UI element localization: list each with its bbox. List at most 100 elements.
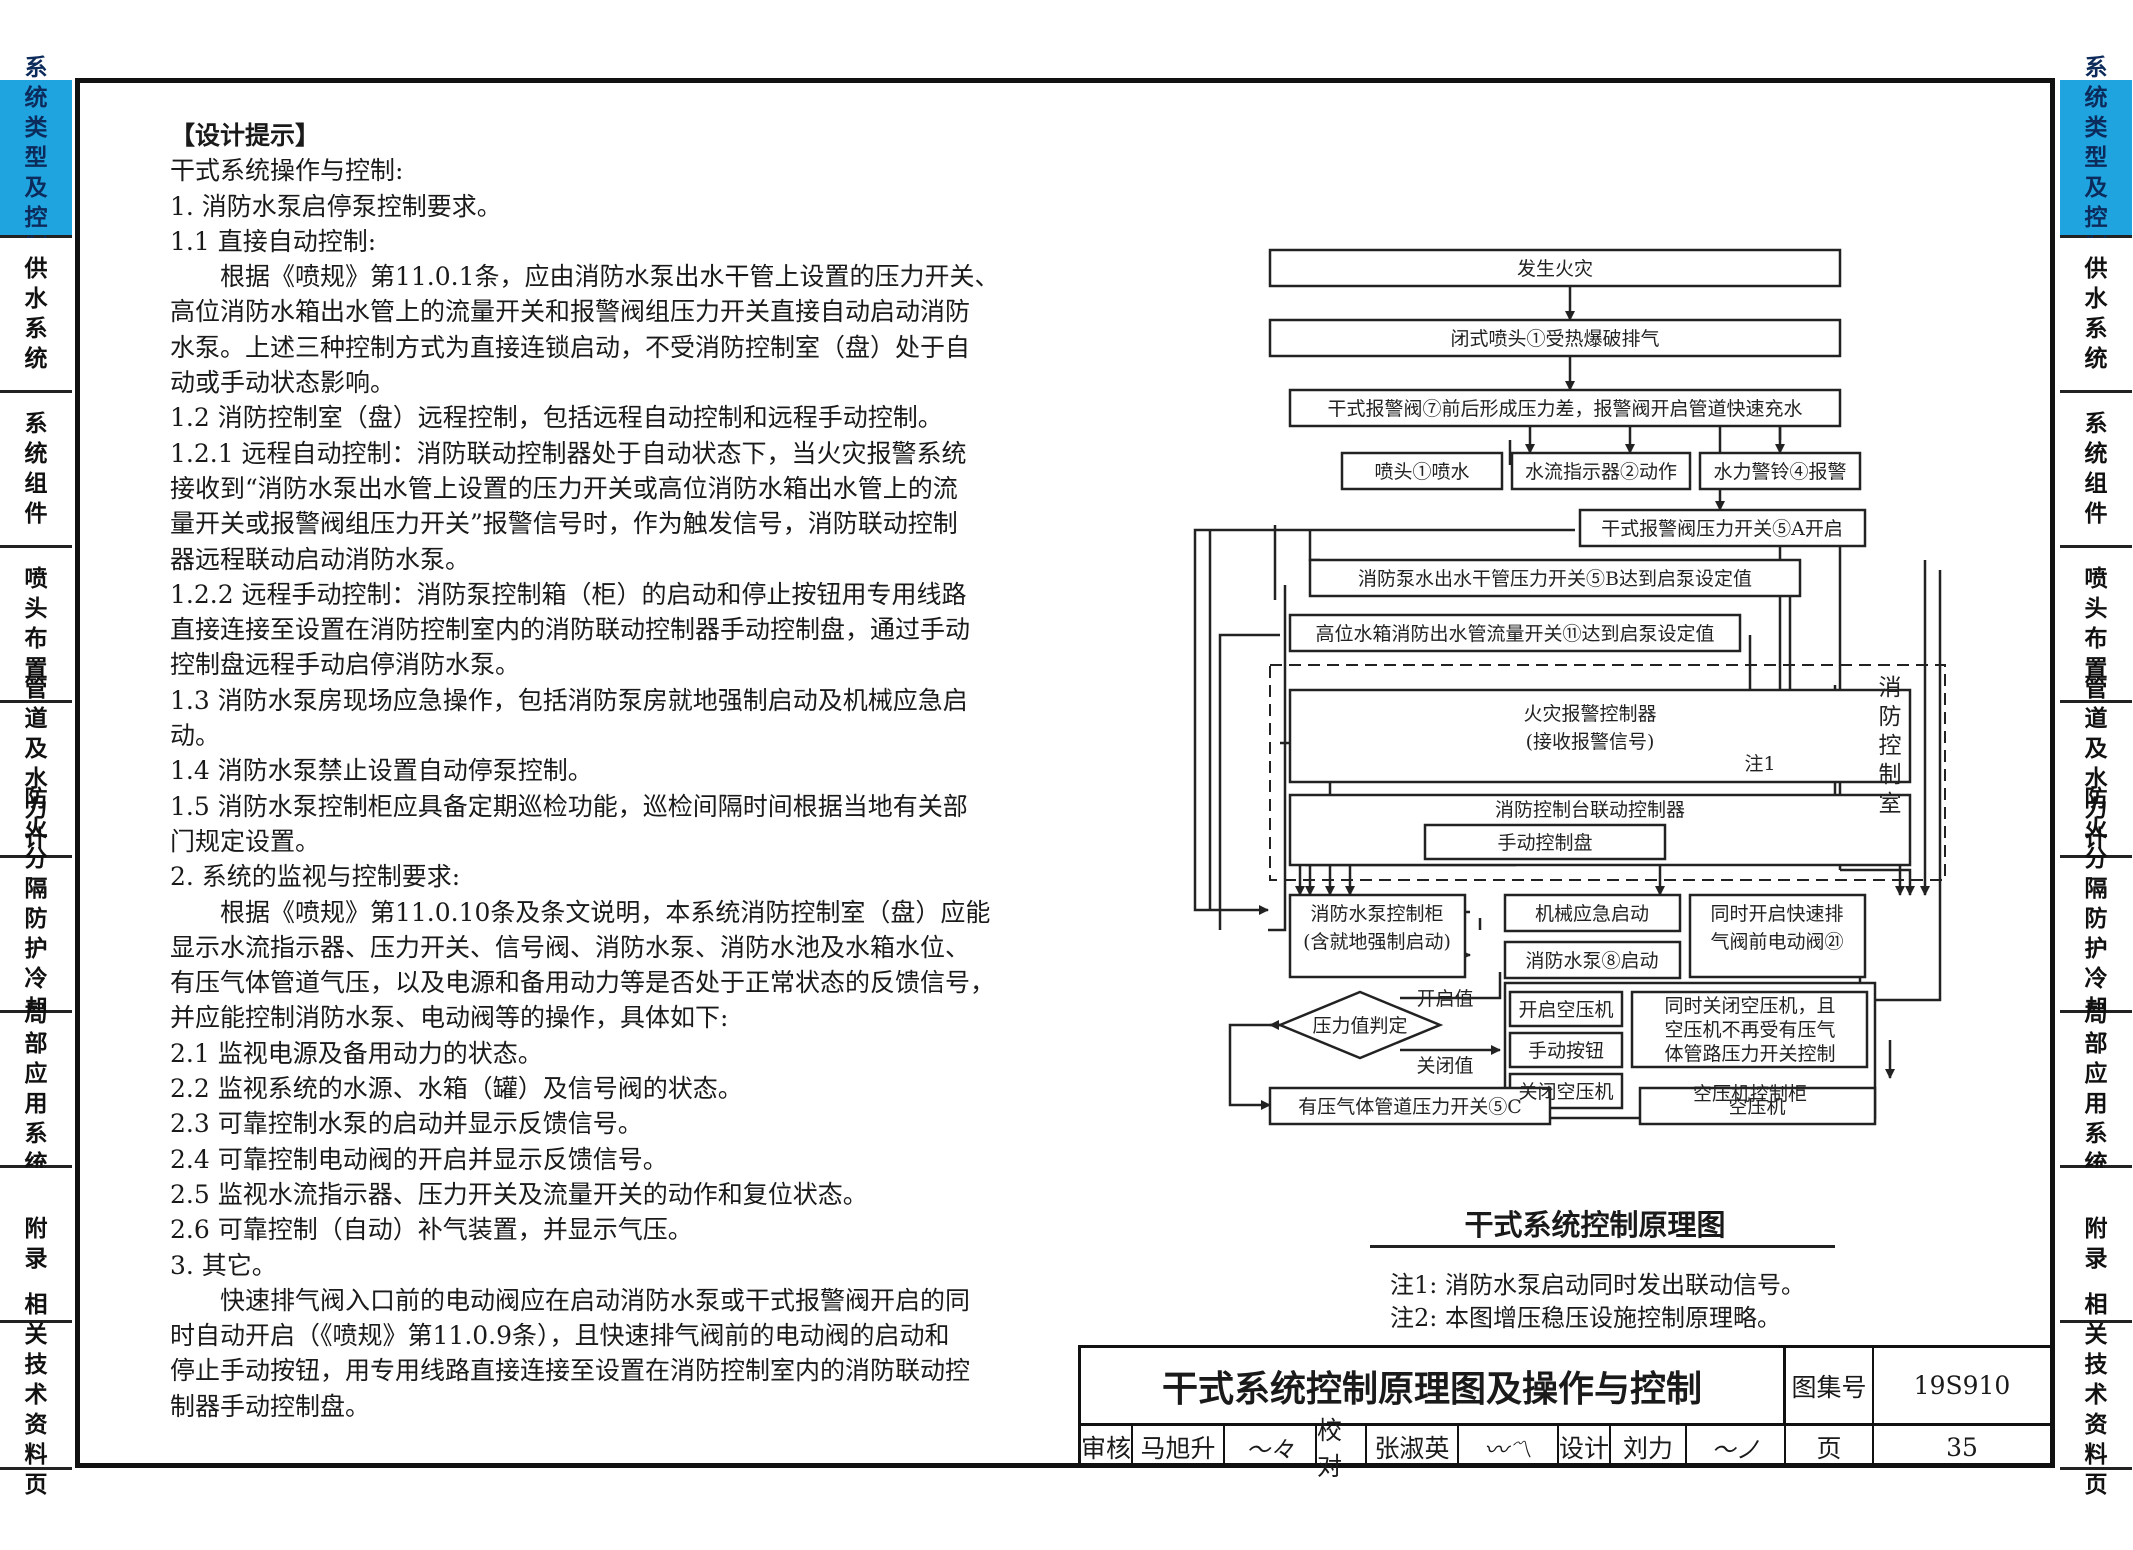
design-notes-heading: 【设计提示】 [170,121,321,150]
text-line: 干式系统操作与控制: [170,156,404,186]
reviewer-signature: 〜々 [1225,1426,1317,1468]
box-label-compressor-cabinet: 空压机控制柜 [1693,1083,1807,1105]
diagram-title-underline [1370,1245,1835,1248]
box-label-nozzle-spray: 喷头①喷水 [1374,461,1469,483]
box-label-stop-note: 同时关闭空压机，且 [1664,995,1835,1017]
text-line: 器远程联动启动消防水泵。 [170,544,471,574]
tab-right-components[interactable]: 系统组件 [2060,393,2132,548]
atlas-label: 图集号 [1786,1348,1874,1426]
box-label-compressor: 空压机 [1728,1096,1785,1118]
tab-left-appendix[interactable]: 附录 [0,1168,72,1323]
text-line: 3. 其它。 [170,1250,277,1280]
tab-right-water-supply[interactable]: 供水系统 [2060,238,2132,393]
box-label-nozzle-burst: 闭式喷头①受热爆破排气 [1450,328,1659,350]
text-line: 时自动开启（《喷规》第11.0.9条），且快速排气阀前的电动阀的启动和 [170,1321,950,1351]
page-label: 页 [1786,1426,1874,1468]
box-label-exhaust-valve-sub: 气阀前电动阀㉑ [1710,931,1843,953]
designer-name: 刘力 [1611,1426,1687,1468]
design-label: 设计 [1559,1426,1611,1468]
checker-name: 张淑英 [1367,1426,1459,1468]
tab-left-references[interactable]: 相关技术资料页 [0,1292,72,1498]
text-line: 2.6 可靠控制（自动）补气装置，并显示气压。 [170,1215,693,1245]
control-flow-diagram: 发生火灾 闭式喷头①受热爆破排气 干式报警阀⑦前后形成压力差，报警阀开启管道快速… [1193,248,1946,1126]
text-line: 量开关或报警阀组压力开关”报警信号时，作为触发信号，消防联动控制 [170,509,958,539]
box-label-pressure-judge: 压力值判定 [1312,1015,1407,1037]
text-line: 根据《喷规》第11.0.10条及条文说明，本系统消防控制室（盘）应能 [220,897,991,927]
text-line: 制器手动控制盘。 [170,1391,371,1421]
text-line: 2.5 监视水流指示器、压力开关及流量开关的动作和复位状态。 [170,1179,868,1209]
text-line: 门规定设置。 [170,826,321,856]
text-line: 显示水流指示器、压力开关、信号阀、消防水泵、消防水池及水箱水位、 [170,932,971,962]
text-line: 1.2.2 远程手动控制：消防泵控制箱（柜）的启动和停止按钮用专用线路 [170,579,967,609]
tab-right-appendix[interactable]: 附录 [2060,1168,2132,1323]
tab-left-components[interactable]: 系统组件 [0,393,72,548]
box-label-stop-note: 空压机不再受有压气 [1664,1019,1835,1041]
box-label-mech-start: 机械应急启动 [1535,903,1649,925]
text-line: 根据《喷规》第11.0.1条，应由消防水泵出水干管上设置的压力开关、 [220,262,1000,292]
tab-right-system-type[interactable]: 系统类型及控制 [2060,55,2132,261]
review-label: 审核 [1081,1426,1133,1468]
box-label-stop-note: 体管路压力开关控制 [1664,1043,1835,1065]
text-line: 1.1 直接自动控制: [170,226,377,256]
text-line: 动。 [170,721,221,751]
diagram-note-1: 注1: 消防水泵启动同时发出联动信号。 [1390,1271,1805,1299]
diagram-note-2: 注2: 本图增压稳压设施控制原理略。 [1390,1304,1781,1332]
box-label-gas-pipe-switch: 有压气体管道压力开关⑤C [1298,1096,1522,1118]
drawing-frame [75,78,2055,1468]
note1-label: 注1 [1744,753,1775,775]
tab-left-system-type[interactable]: 系统类型及控制 [0,55,72,261]
box-label-fire: 发生火灾 [1517,258,1593,280]
svg-text:防: 防 [1879,704,1902,730]
text-line: 并应能控制消防水泵、电动阀等的操作，具体如下: [170,1003,729,1033]
text-line: 停止手动按钮，用专用线路直接连接至设置在消防控制室内的消防联动控 [170,1356,971,1386]
box-label-start-compressor: 开启空压机 [1518,999,1613,1021]
drawing-title: 干式系统控制原理图及操作与控制 [1081,1348,1786,1426]
svg-text:控: 控 [1879,733,1902,759]
box-label-pump-cabinet: 消防水泵控制柜 [1310,903,1443,925]
check-label: 校对 [1317,1416,1367,1481]
box-label-pump-pressure-switch: 消防泵水出水干管压力开关⑤B达到启泵设定值 [1358,568,1752,590]
box-fire [1268,248,1842,288]
label-open-value: 开启值 [1416,988,1473,1010]
svg-text:消: 消 [1879,675,1902,701]
text-line: 水泵。上述三种控制方式为直接连锁启动，不受消防控制室（盘）处于自 [170,332,971,362]
box-label-water-bell: 水力警铃④报警 [1713,461,1846,483]
svg-text:制: 制 [1879,762,1902,788]
text-line: 1.3 消防水泵房现场应急操作，包括消防泵房就地强制启动及机械应急启 [170,685,968,715]
box-label-dry-valve: 干式报警阀⑦前后形成压力差，报警阀开启管道快速充水 [1327,398,1802,420]
right-section-tabs: 系统类型及控制 供水系统 系统组件 喷头布置 管道及水力计算 防火分隔防护冷却系… [2060,55,2132,1498]
designer-signature: 〜ノ [1687,1426,1786,1468]
text-line: 快速排气阀入口前的电动阀应在启动消防水泵或干式报警阀开启的同 [220,1285,971,1315]
text-line: 控制盘远程手动启停消防水泵。 [170,650,521,680]
tab-right-piping[interactable]: 管道及水力计算 [2060,676,2132,882]
text-line: 2.3 可靠控制水泵的启动并显示反馈信号。 [170,1109,643,1139]
text-line: 直接连接至设置在消防控制室内的消防联动控制器手动控制盘，通过手动 [170,615,971,645]
text-line: 2.4 可靠控制电动阀的开启并显示反馈信号。 [170,1144,668,1174]
box-label-exhaust-valve: 同时开启快速排 [1710,903,1843,925]
control-room-label: 消 防 控 制 室 [1879,675,1902,817]
tab-left-water-supply[interactable]: 供水系统 [0,238,72,393]
tab-right-nozzle-layout[interactable]: 喷头布置 [2060,548,2132,703]
text-line: 动或手动状态影响。 [170,368,396,398]
tab-right-references[interactable]: 相关技术资料页 [2060,1292,2132,1498]
text-line: 1.5 消防水泵控制柜应具备定期巡检功能，巡检间隔时间根据当地有关部 [170,791,968,821]
tab-right-fire-separation[interactable]: 防火分隔防护冷却系统 [2060,786,2132,1082]
reviewer-name: 马旭升 [1133,1426,1225,1468]
tab-left-nozzle-layout[interactable]: 喷头布置 [0,548,72,703]
text-line: 1.2 消防控制室（盘）远程控制，包括远程自动控制和远程手动控制。 [170,403,943,433]
tab-left-fire-separation[interactable]: 防火分隔防护冷却系统 [0,786,72,1082]
page-number: 35 [1946,1432,1978,1462]
text-line: 2.1 监视电源及备用动力的状态。 [170,1038,543,1068]
left-section-tabs: 系统类型及控制 供水系统 系统组件 喷头布置 管道及水力计算 防火分隔防护冷却系… [0,55,72,1498]
svg-text:室: 室 [1879,791,1902,817]
label-close-value: 关闭值 [1416,1055,1473,1077]
text-line: 高位消防水箱出水管上的流量开关和报警阀组压力开关直接自动启动消防 [170,297,971,327]
tab-right-local-application[interactable]: 局部应用系统 [2060,1001,2132,1177]
box-label-pump-cabinet-sub: (含就地强制启动) [1303,931,1451,953]
checker-signature: 〰〽 [1459,1426,1559,1468]
tab-left-local-application[interactable]: 局部应用系统 [0,1001,72,1177]
box-label-manual-button: 手动按钮 [1528,1040,1604,1062]
box-label-flow-indicator: 水流指示器②动作 [1525,461,1677,483]
text-line: 接收到“消防水泵出水管上设置的压力开关或高位消防水箱出水管上的流 [170,473,958,503]
text-line: 1.2.1 远程自动控制：消防联动控制器处于自动状态下，当火灾报警系统 [170,438,967,468]
